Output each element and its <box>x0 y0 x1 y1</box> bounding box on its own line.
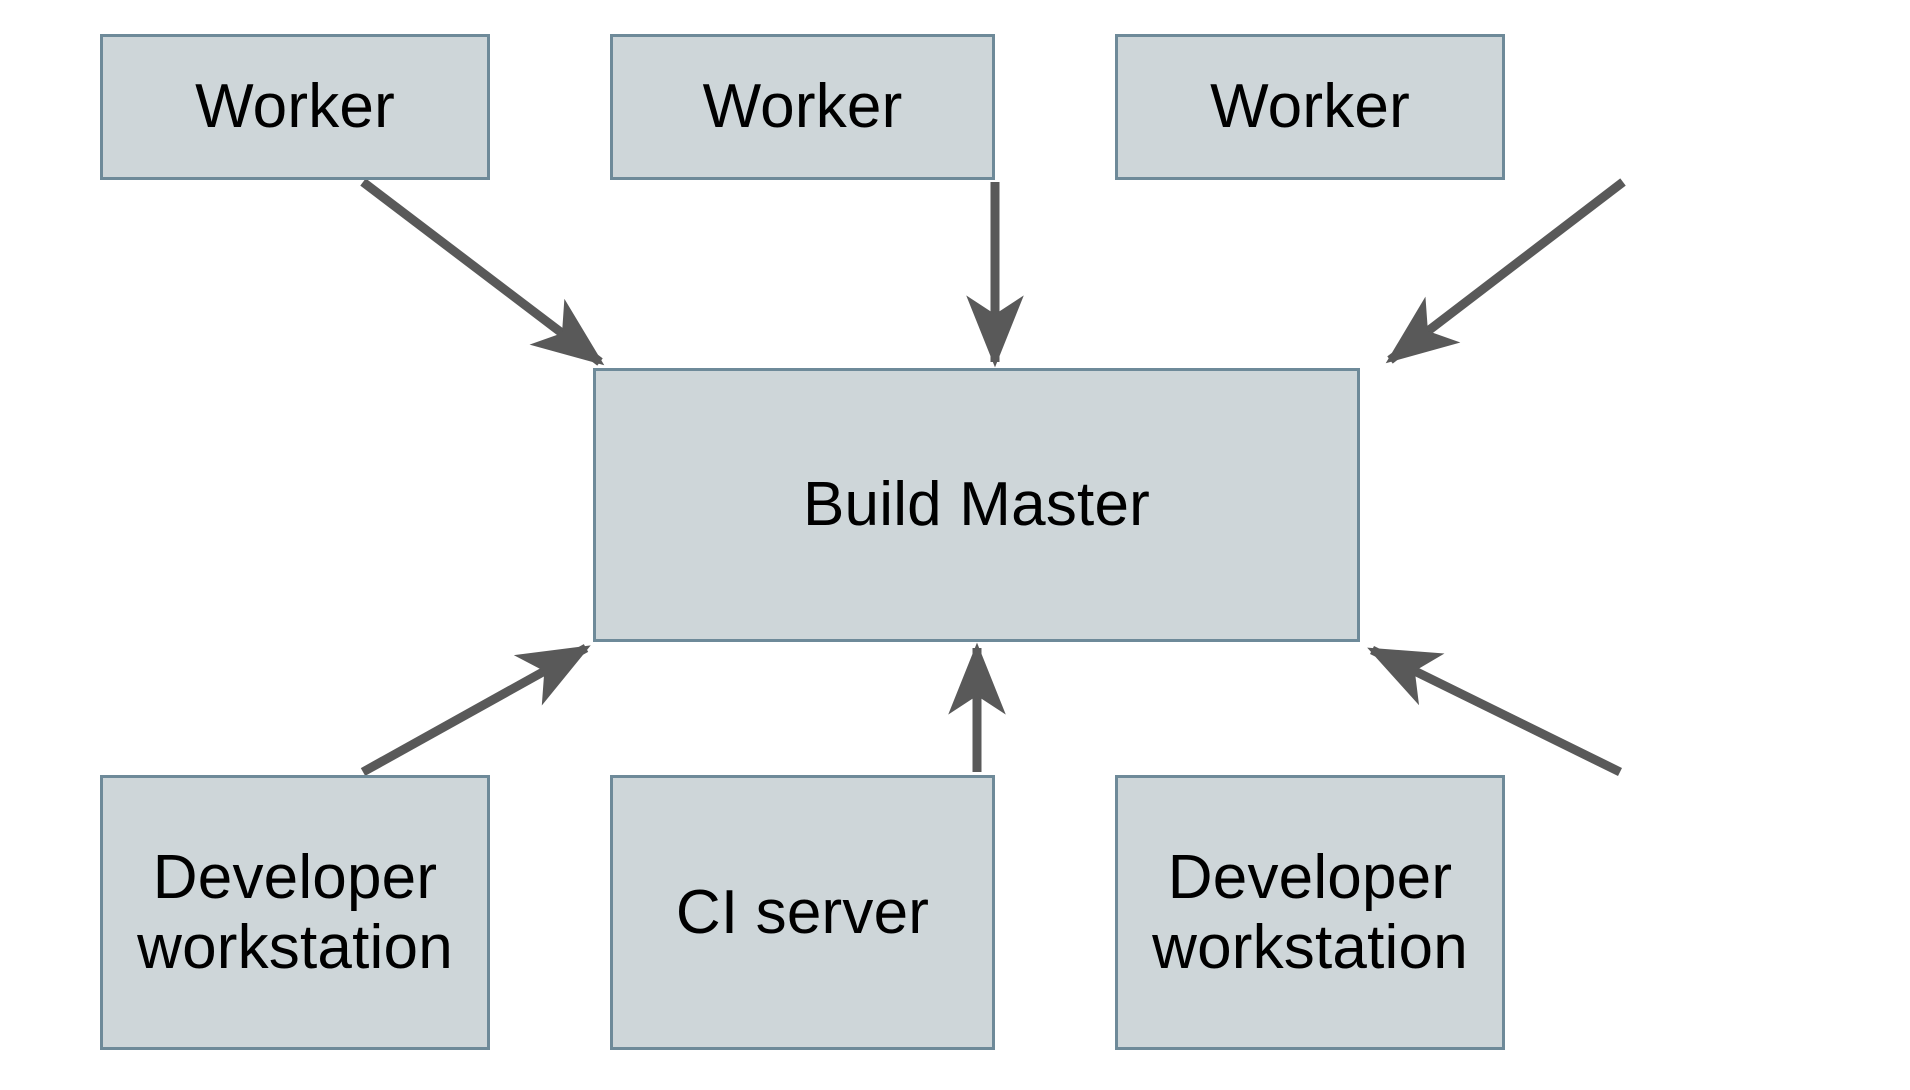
node-worker-2[interactable]: Worker <box>610 34 995 180</box>
node-worker-1[interactable]: Worker <box>100 34 490 180</box>
edge-worker3-to-master <box>1385 178 1626 364</box>
node-ci-server[interactable]: CI server <box>610 775 995 1050</box>
node-developer-workstation-right[interactable]: Developer workstation <box>1115 775 1505 1050</box>
node-worker-3-label: Worker <box>1210 72 1410 142</box>
node-worker-3[interactable]: Worker <box>1115 34 1505 180</box>
edge-devright-to-master <box>1367 645 1622 777</box>
edge-worker1-to-master <box>360 178 605 366</box>
node-ci-server-label: CI server <box>675 877 930 947</box>
node-developer-workstation-left-label: Developer workstation <box>137 843 453 982</box>
node-developer-workstation-left[interactable]: Developer workstation <box>100 775 490 1050</box>
node-build-master[interactable]: Build Master <box>593 368 1360 642</box>
node-build-master-label: Build Master <box>803 470 1150 540</box>
node-worker-1-label: Worker <box>195 72 395 142</box>
node-developer-workstation-right-label: Developer workstation <box>1152 843 1468 982</box>
node-worker-2-label: Worker <box>702 72 903 142</box>
edge-devleft-to-master <box>360 644 591 776</box>
